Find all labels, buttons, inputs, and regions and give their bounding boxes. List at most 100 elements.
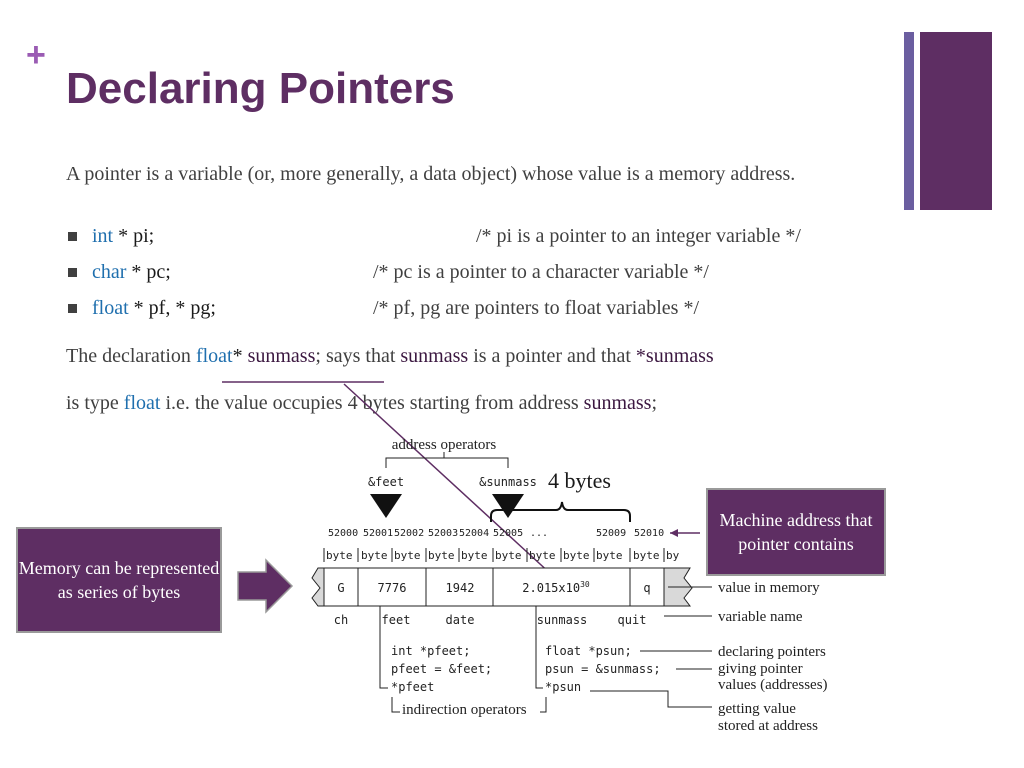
var-sunmass: sunmass — [400, 345, 469, 367]
legend-getting-value: getting value — [718, 701, 796, 717]
address-label: 52005 — [493, 528, 523, 539]
bullet-comment: /* pf, pg are pointers to float variable… — [373, 297, 700, 319]
text-fragment: ; says that — [315, 345, 401, 367]
pointer-arrow-line — [343, 383, 553, 576]
address-label: 52002 — [394, 528, 424, 539]
cell-value-quit: q — [643, 581, 650, 595]
feet-pointer-triangle-icon — [370, 494, 402, 518]
code-line: float *psun; — [545, 644, 632, 658]
address-row: 52000 52001 52002 52003 52004 52005 ... … — [328, 528, 664, 539]
indirection-bracket-left — [391, 697, 400, 713]
legend-value-in-memory: value in memory — [718, 580, 820, 596]
keyword-type: char — [92, 261, 127, 283]
var-name: feet — [382, 613, 411, 627]
sunmass-connector — [535, 606, 543, 689]
keyword-type: int — [92, 225, 114, 247]
var-name: ch — [334, 613, 348, 627]
type-sentence: is type float i.e. the value occupies 4 … — [66, 390, 657, 416]
bullet-square-icon — [68, 304, 77, 313]
sunmass-pointer-triangle-icon — [492, 494, 524, 518]
byte-label: byte — [394, 549, 421, 562]
indirection-operators-label: indirection operators — [402, 702, 527, 718]
cell-value-feet: 7776 — [378, 581, 407, 595]
indirection-bracket-right — [540, 697, 547, 713]
cell-values: G 7776 1942 2.015x1030 q — [337, 580, 650, 595]
legend-giving-values: values (addresses) — [718, 677, 828, 693]
bullet-code: int * pi; — [92, 223, 154, 249]
byte-label: byte — [495, 549, 522, 562]
byte-label: byte — [428, 549, 455, 562]
text-fragment: is type — [66, 392, 124, 414]
memory-cells-bg — [323, 567, 631, 607]
text-fragment: i.e. the value occupies 4 bytes starting… — [160, 392, 584, 414]
text-fragment: ; — [651, 392, 658, 414]
bullet-code: char * pc; — [92, 259, 171, 285]
var-name: quit — [618, 613, 647, 627]
byte-label: byte — [461, 549, 488, 562]
bullet-float-pointer: float * pf, * pg; /* pf, pg are pointers… — [66, 295, 926, 321]
memory-cell-quit — [629, 567, 665, 607]
declaration-sentence: The declaration float* sunmass; says tha… — [66, 343, 714, 369]
var-deref-sunmass: *sunmass — [635, 345, 714, 367]
legend-getting-value: stored at address — [718, 718, 818, 734]
cell-value-sunmass: 2.015x1030 — [522, 580, 590, 595]
byte-separators — [323, 548, 665, 562]
byte-labels-row: byte byte byte byte byte byte byte byte … — [326, 549, 680, 562]
memory-callout-text: Memory can be represented as series of b… — [18, 558, 220, 602]
legend-declaring-pointers: declaring pointers — [718, 644, 826, 660]
code-line: psun = &sunmass; — [545, 662, 661, 676]
accent-bar-thick — [920, 32, 992, 210]
bullet-square-icon — [68, 232, 77, 241]
bullet-comment: /* pi is a pointer to an integer variabl… — [476, 225, 801, 247]
cell-value-date: 1942 — [446, 581, 475, 595]
byte-label: byte — [361, 549, 388, 562]
text-fragment: The declaration — [66, 345, 196, 367]
four-bytes-brace — [490, 501, 631, 522]
bullet-square-icon — [68, 268, 77, 277]
text-fragment: is a pointer and that — [468, 345, 636, 367]
accent-bar-thin — [904, 32, 914, 210]
keyword-float: float — [195, 345, 233, 367]
var-sunmass: sunmass — [583, 392, 652, 414]
cell-value-ch: G — [337, 581, 344, 595]
address-operators-label: address operators — [392, 437, 497, 453]
amp-feet-label: &feet — [368, 475, 404, 489]
bullet-code: float * pf, * pg; — [92, 295, 216, 321]
bullet-char-pointer: char * pc; /* pc is a pointer to a chara… — [66, 259, 926, 285]
bullet-comment: /* pc is a pointer to a character variab… — [373, 261, 709, 283]
sunmass-code-block: float *psun; psun = &sunmass; *psun — [545, 644, 661, 694]
machine-address-callout-box: Machine address that pointer contains — [706, 488, 886, 576]
four-bytes-label: 4 bytes — [548, 468, 611, 493]
address-label: 52009 — [596, 528, 626, 539]
keyword-type: float — [92, 297, 129, 319]
address-operators-bracket — [385, 457, 509, 468]
diagram-legend: value in memory variable name declaring … — [718, 580, 828, 734]
address-label: 52004 — [459, 528, 489, 539]
code-line: int *pfeet; — [391, 644, 470, 658]
declaration-rest: * pi; — [113, 225, 155, 247]
byte-label: byte — [596, 549, 623, 562]
slide-title: Declaring Pointers — [66, 64, 455, 113]
declaration-rest: * pf, * pg; — [128, 297, 216, 319]
byte-label: byte — [326, 549, 353, 562]
code-line: *psun — [545, 680, 581, 694]
var-name: sunmass — [537, 613, 588, 627]
code-line: *pfeet — [391, 680, 434, 694]
legend-connectors — [590, 586, 712, 708]
byte-label: byte — [633, 549, 660, 562]
address-label: 52003 — [428, 528, 458, 539]
feet-code-block: int *pfeet; pfeet = &feet; *pfeet — [391, 644, 492, 694]
memory-callout-box: Memory can be represented as series of b… — [16, 527, 222, 633]
legend-giving-values: giving pointer — [718, 661, 803, 677]
byte-label: byte — [563, 549, 590, 562]
variable-names-row: ch feet date sunmass quit — [334, 613, 647, 627]
var-sunmass: sunmass — [247, 345, 316, 367]
code-line: pfeet = &feet; — [391, 662, 492, 676]
bullet-int-pointer: int * pi; /* pi is a pointer to an integ… — [66, 223, 926, 249]
declaration-rest: * pc; — [126, 261, 171, 283]
feet-connector — [379, 606, 388, 689]
legend-variable-name: variable name — [718, 609, 803, 625]
amp-sunmass-label: &sunmass — [479, 475, 537, 489]
intro-paragraph: A pointer is a variable (or, more genera… — [66, 163, 796, 185]
